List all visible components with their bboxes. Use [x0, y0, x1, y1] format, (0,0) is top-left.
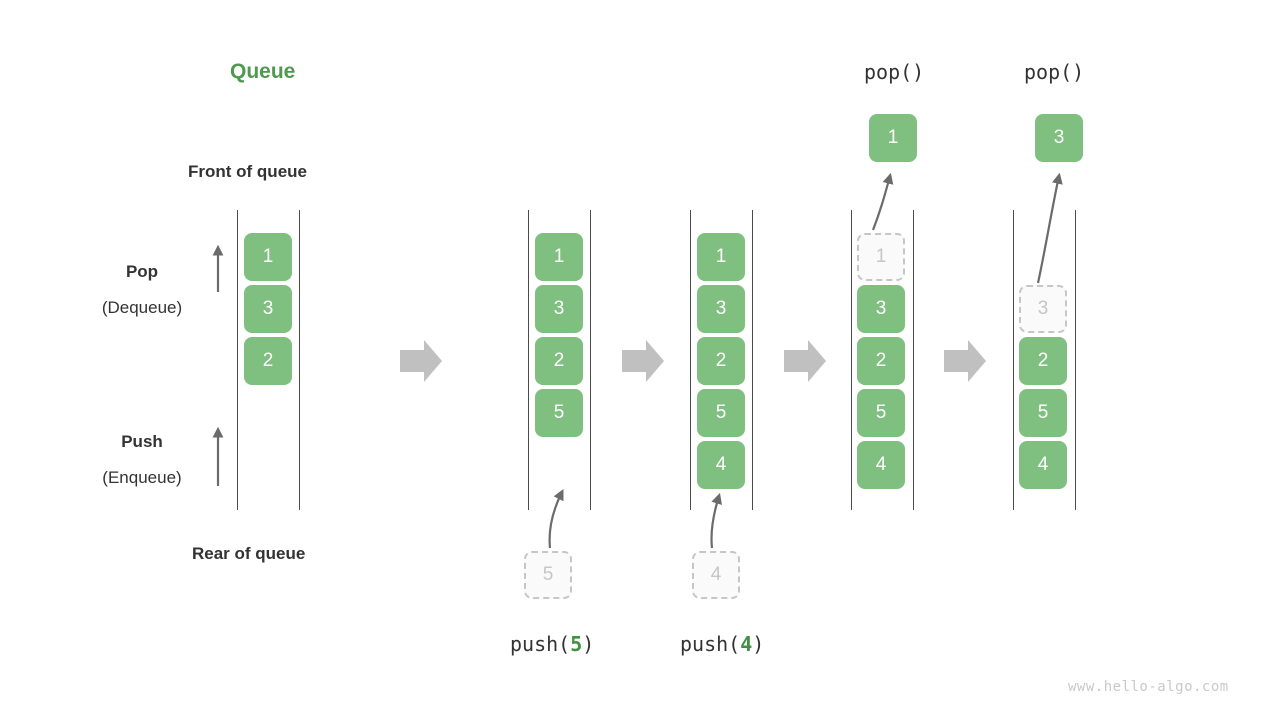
queue-cell: 3	[697, 285, 745, 333]
front-of-queue-label: Front of queue	[188, 162, 307, 181]
queue-cell: 2	[697, 337, 745, 385]
queue-cell: 4	[1019, 441, 1067, 489]
pop-3-caption: pop()	[1024, 60, 1085, 84]
queue-rail-left	[528, 210, 529, 510]
queue-cell: 4	[857, 441, 905, 489]
queue-cell: 4	[697, 441, 745, 489]
popped-element: 3	[1035, 114, 1083, 162]
watermark: www.hello-algo.com	[1068, 679, 1229, 695]
queue-rail-left	[851, 210, 852, 510]
queue-cell: 5	[857, 389, 905, 437]
pop-sublabel: (Dequeue)	[101, 298, 183, 317]
push-fn-name: push	[510, 632, 559, 656]
queue-cell: 3	[857, 285, 905, 333]
page-title: Queue	[230, 60, 296, 83]
push-5-arrow	[548, 489, 564, 549]
rear-of-queue-label: Rear of queue	[192, 544, 306, 563]
pop-label: Pop	[125, 262, 159, 281]
queue-cell: 5	[535, 389, 583, 437]
pop-1-arrow	[871, 172, 894, 231]
push-sublabel: (Enqueue)	[102, 468, 182, 487]
queue-cell: 1	[697, 233, 745, 281]
pop-1-caption: pop()	[864, 60, 925, 84]
paren-open: (	[728, 632, 741, 656]
pop-3-arrow	[1036, 172, 1063, 284]
queue-cell-removed: 3	[1019, 285, 1067, 333]
paren-close: )	[752, 632, 765, 656]
paren-open: (	[558, 632, 571, 656]
stage-transition-arrow-2	[622, 340, 664, 382]
stage-transition-arrow-4	[944, 340, 986, 382]
push-label: Push	[121, 432, 163, 451]
queue-rail-right	[299, 210, 300, 510]
incoming-element: 5	[524, 551, 572, 599]
queue-rail-left	[237, 210, 238, 510]
popped-element: 1	[869, 114, 917, 162]
queue-cell: 2	[857, 337, 905, 385]
queue-rail-right	[752, 210, 753, 510]
push-argument: 5	[570, 632, 583, 656]
paren-close: )	[582, 632, 595, 656]
queue-rail-right	[913, 210, 914, 510]
queue-cell: 3	[535, 285, 583, 333]
queue-rail-left	[1013, 210, 1014, 510]
push-fn-name: push	[680, 632, 729, 656]
queue-cell: 5	[1019, 389, 1067, 437]
push-4-arrow	[710, 492, 722, 549]
queue-cell: 2	[535, 337, 583, 385]
queue-cell: 2	[244, 337, 292, 385]
queue-cell: 5	[697, 389, 745, 437]
incoming-element: 4	[692, 551, 740, 599]
queue-cell-removed: 1	[857, 233, 905, 281]
push-5-caption: push(5)	[510, 632, 594, 656]
queue-rail-right	[1075, 210, 1076, 510]
stage-transition-arrow-3	[784, 340, 826, 382]
push-argument: 4	[740, 632, 753, 656]
queue-cell: 1	[244, 233, 292, 281]
queue-cell: 3	[244, 285, 292, 333]
queue-cell: 2	[1019, 337, 1067, 385]
stage-transition-arrow-1	[400, 340, 442, 382]
queue-cell: 1	[535, 233, 583, 281]
queue-rail-left	[690, 210, 691, 510]
queue-rail-right	[590, 210, 591, 510]
push-4-caption: push(4)	[680, 632, 764, 656]
